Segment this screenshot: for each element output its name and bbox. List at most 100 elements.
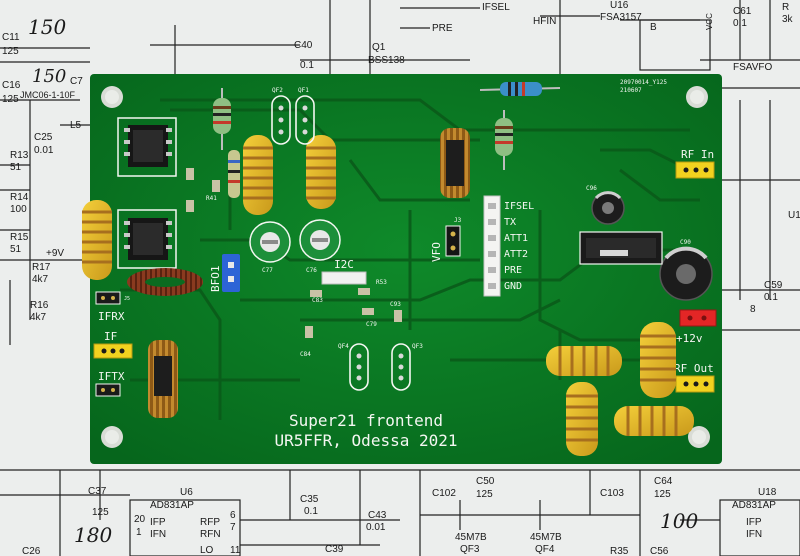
handwritten-180: 180 — [74, 523, 112, 547]
silk-date-code-2: 210607 — [620, 87, 642, 94]
label-c16-value: 125 — [2, 94, 19, 105]
label-vcc: VCC — [705, 13, 714, 30]
yellow-toroid-right-2 — [546, 346, 622, 376]
label-c40: C40 — [294, 40, 313, 51]
silk-c79: C79 — [366, 321, 377, 328]
label-ifp-2: IFP — [746, 517, 762, 528]
red-toroid — [127, 268, 203, 296]
crystal-qf2: QF2 — [271, 87, 291, 145]
label-c59-value: 0.1 — [764, 292, 778, 303]
yellow-toroid-b — [306, 135, 336, 209]
rf-in-header — [675, 161, 715, 179]
label-c103: C103 — [600, 488, 624, 499]
label-c25: C25 — [34, 132, 53, 143]
smd-parts — [186, 168, 402, 338]
yellow-toroid-right-4 — [614, 406, 694, 436]
transformer-module-2 — [124, 218, 172, 260]
label-rfn: RFN — [200, 529, 221, 540]
transformer-module-1 — [124, 125, 172, 167]
silk-qf3: QF3 — [412, 343, 423, 350]
label-r35: R35 — [610, 546, 629, 556]
silk-qf4: QF4 — [338, 343, 349, 350]
label-u16-value: FSA3157 — [600, 12, 642, 23]
label-pin8: 8 — [750, 304, 756, 315]
board-title-line-2: UR5FFR, Odessa 2021 — [274, 431, 457, 450]
label-c7: C7 — [70, 76, 83, 87]
label-r17: R17 — [32, 262, 51, 273]
label-c56: C56 — [650, 546, 669, 556]
label-u18: U18 — [758, 487, 777, 498]
label-r-top-value: 3k — [782, 14, 794, 25]
copper-coil — [148, 340, 178, 418]
label-c11: C11 — [2, 32, 20, 43]
electrolytic-c96: C96 — [586, 185, 625, 225]
silk-r53: R53 — [376, 279, 387, 286]
iftx-header — [95, 383, 121, 397]
if-header — [93, 343, 133, 359]
crystal-qf4: QF4 — [338, 343, 369, 391]
label-plus9v: +9V — [46, 248, 64, 259]
label-c37-value: 125 — [92, 507, 109, 518]
label-u6: U6 — [180, 487, 193, 498]
label-c25-value: 0.01 — [34, 145, 54, 156]
label-c64: C64 — [654, 476, 673, 487]
voltage-regulator — [579, 231, 663, 265]
silk-qf2: QF2 — [272, 87, 283, 94]
silk-c84: C84 — [300, 351, 311, 358]
label-c37: C37 — [88, 486, 107, 497]
label-pin7: 7 — [230, 522, 236, 533]
label-r14-value: 100 — [10, 204, 27, 215]
pin-label-pre: PRE — [504, 265, 522, 276]
label-u18-value: AD831AP — [732, 500, 776, 511]
resistor-small — [228, 150, 240, 198]
label-pin-b: B — [650, 22, 657, 33]
label-ifsel: IFSEL — [482, 2, 510, 13]
resistor-r1 — [213, 88, 231, 150]
label-qf3: QF3 — [460, 544, 480, 555]
board-title-line-1: Super21 frontend — [289, 411, 443, 430]
electrolytic-c90: C90 — [659, 239, 713, 301]
crystal-qf1: QF1 — [295, 87, 315, 145]
label-u6-value: AD831AP — [150, 500, 194, 511]
pin-label-att2: ATT2 — [504, 249, 528, 260]
silk-rf-in: RF In — [681, 148, 714, 161]
label-c43-value: 0.01 — [366, 522, 386, 533]
silk-i2c: I2C — [334, 258, 354, 271]
label-lo: LO — [200, 545, 214, 556]
label-qf3-value: 45M7B — [455, 532, 487, 543]
handwritten-150: 150 — [28, 15, 66, 39]
label-r15-value: 51 — [10, 244, 22, 255]
label-hfin: HFIN — [533, 16, 556, 27]
silk-c93: C93 — [390, 301, 401, 308]
label-r14: R14 — [10, 192, 29, 203]
label-r16-value: 4k7 — [30, 312, 47, 323]
silk-c90: C90 — [680, 239, 691, 246]
silk-c96: C96 — [586, 185, 597, 192]
label-r13-value: 51 — [10, 162, 22, 173]
label-r-top: R — [782, 2, 789, 13]
silk-rf-out: RF Out — [674, 362, 714, 375]
silk-bfo: BFO1 — [209, 266, 222, 293]
silk-r41: R41 — [206, 195, 217, 202]
connector-pin-labels: IFSEL TX ATT1 ATT2 PRE GND — [504, 201, 534, 292]
label-r13: R13 — [10, 150, 29, 161]
label-c39: C39 — [325, 544, 344, 555]
label-c43: C43 — [368, 510, 387, 521]
label-ifn-2: IFN — [746, 529, 762, 540]
label-u1: U1 — [788, 210, 800, 221]
mounting-holes — [101, 86, 710, 448]
label-r17-value: 4k7 — [32, 274, 49, 285]
handwritten-100: 100 — [660, 509, 698, 533]
label-rfp: RFP — [200, 517, 220, 528]
silk-vfo: VFO — [430, 242, 443, 262]
label-c26: C26 — [22, 546, 41, 556]
label-c50: C50 — [476, 476, 495, 487]
silk-outline-t1 — [117, 117, 177, 177]
label-c61-value: 0.1 — [733, 18, 747, 29]
label-pin6: 6 — [230, 510, 236, 521]
silk-outline-t2 — [117, 209, 177, 269]
yellow-toroid-right-1 — [640, 322, 676, 398]
silk-iftx: IFTX — [98, 370, 125, 383]
